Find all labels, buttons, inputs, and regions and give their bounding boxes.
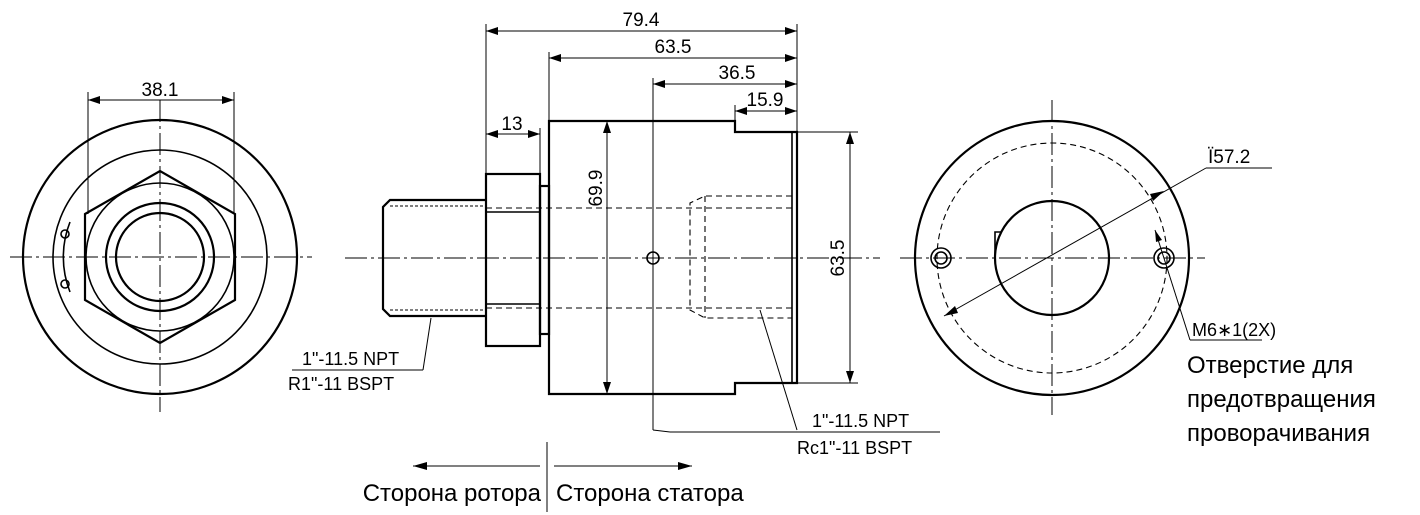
dimension-hex-width: 38.1 <box>142 80 179 101</box>
hole-spec: M6∗1(2X) <box>1192 320 1276 340</box>
arrowhead <box>785 80 797 88</box>
stator-end-view: Ï57.2 M6∗1(2X) Отверстие для предотвраще… <box>900 100 1376 447</box>
leader-line <box>759 309 798 431</box>
dimension-notch-length: 15.9 <box>747 90 784 111</box>
diameter-dimension-line <box>943 167 1207 317</box>
arrowhead <box>944 306 958 316</box>
rotor-thread-bspt: R1"-11 BSPT <box>288 374 394 394</box>
port-leader-line <box>652 429 671 433</box>
arrowhead <box>735 107 747 115</box>
anti-rotation-hole-right <box>1153 247 1175 269</box>
stator-side-arrowhead <box>678 462 692 470</box>
keyway-step <box>994 231 1001 258</box>
arrowhead <box>486 130 498 138</box>
arrowhead <box>846 371 854 383</box>
groove-arc <box>62 221 71 293</box>
small-hole-lower <box>60 279 70 289</box>
arrowhead <box>603 382 611 394</box>
dimension-bolt-circle: Ï57.2 <box>1208 147 1250 168</box>
arrowhead <box>88 96 100 104</box>
arrowhead <box>785 107 797 115</box>
dimension-body-length: 63.5 <box>655 37 692 58</box>
hex-flange <box>484 172 542 348</box>
arrowhead <box>1150 191 1164 201</box>
anti-rotation-hole-right-inner <box>1157 251 1171 265</box>
arrowhead <box>486 27 498 35</box>
anti-rotation-hole-left-inner <box>934 251 948 265</box>
outer-body-circle <box>21 118 299 396</box>
arrowhead <box>785 54 797 62</box>
rotor-side-label: Сторона ротора <box>363 480 542 507</box>
rotor-end-view: 38.1 <box>10 80 312 412</box>
hex-nut-outline <box>83 169 237 345</box>
hole-description-line-3: проворачивания <box>1187 420 1370 447</box>
arrowhead <box>222 96 234 104</box>
pipe-bore-circle <box>114 211 206 303</box>
hole-leader-line <box>1154 229 1191 341</box>
arrowhead <box>549 54 561 62</box>
hex-inscribed-circle <box>85 182 235 332</box>
outer-body-circle <box>913 119 1191 397</box>
side-view: 79.4 63.5 36.5 15.9 13 69.9 <box>288 10 940 458</box>
bolt-circle <box>936 142 1168 374</box>
pipe-outer-circle <box>104 201 216 313</box>
side-indicator: Сторона ротора Сторона статора <box>363 442 744 512</box>
hole-description-line-2: предотвращения <box>1187 386 1376 413</box>
hidden-internal-thread <box>689 195 792 319</box>
stator-thread-bspt: Rc1"-11 BSPT <box>797 438 912 458</box>
small-hole-upper <box>60 229 70 239</box>
dimension-flange-diameter: 69.9 <box>586 170 607 207</box>
dimension-port-position: 36.5 <box>719 63 756 84</box>
leader-line <box>422 317 432 371</box>
arrowhead <box>603 121 611 133</box>
stator-side-label: Сторона статора <box>556 480 744 507</box>
dimension-flange-length: 13 <box>501 114 522 135</box>
dimension-body-height: 63.5 <box>828 240 849 277</box>
stator-thread-npt: 1"-11.5 NPT <box>812 411 909 431</box>
arrowhead <box>1155 230 1162 242</box>
arrowhead <box>846 132 854 144</box>
dimension-overall-length: 79.4 <box>623 10 660 31</box>
anti-rotation-hole-left <box>930 247 952 269</box>
arrowhead <box>653 80 665 88</box>
arrowhead <box>785 27 797 35</box>
hole-description-line-1: Отверстие для <box>1187 352 1353 379</box>
male-thread-outline <box>381 198 486 318</box>
inner-ring-circle <box>52 149 268 365</box>
rotor-side-arrowhead <box>413 462 427 470</box>
arrowhead <box>528 130 540 138</box>
rotor-thread-npt: 1"-11.5 NPT <box>302 349 399 369</box>
